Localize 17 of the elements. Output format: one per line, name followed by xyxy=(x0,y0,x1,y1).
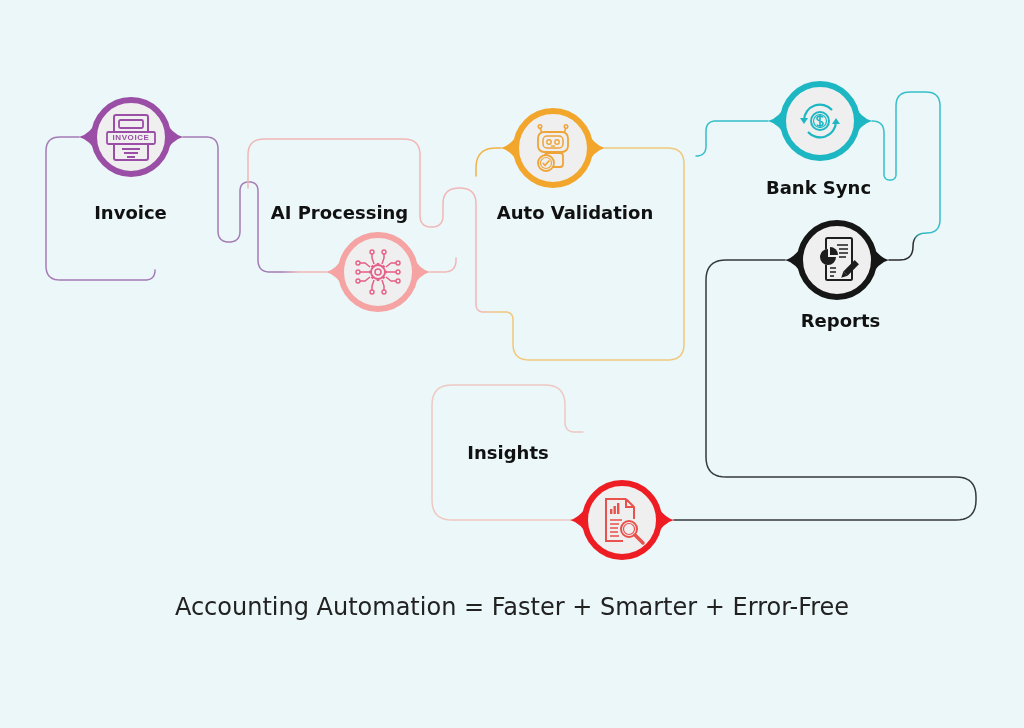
connector-line xyxy=(695,120,769,157)
connector-line xyxy=(871,91,941,261)
step-label: Reports xyxy=(800,310,881,332)
step-label: AI Processing xyxy=(270,202,409,224)
step-label: Invoice xyxy=(94,202,167,224)
step-label: Bank Sync xyxy=(765,177,872,199)
document-heading: INVOICE xyxy=(112,134,150,142)
connector-line xyxy=(247,138,685,361)
step-label: Auto Validation xyxy=(496,202,654,224)
connector-line xyxy=(673,259,977,521)
connector-line xyxy=(475,147,502,177)
step-label: Insights xyxy=(467,442,549,464)
connector-line xyxy=(182,136,327,273)
connector-line xyxy=(429,257,457,273)
caption: Accounting Automation = Faster + Smarter + Error-Free xyxy=(174,592,850,622)
connector-line xyxy=(45,136,156,281)
connector-line xyxy=(431,384,584,521)
